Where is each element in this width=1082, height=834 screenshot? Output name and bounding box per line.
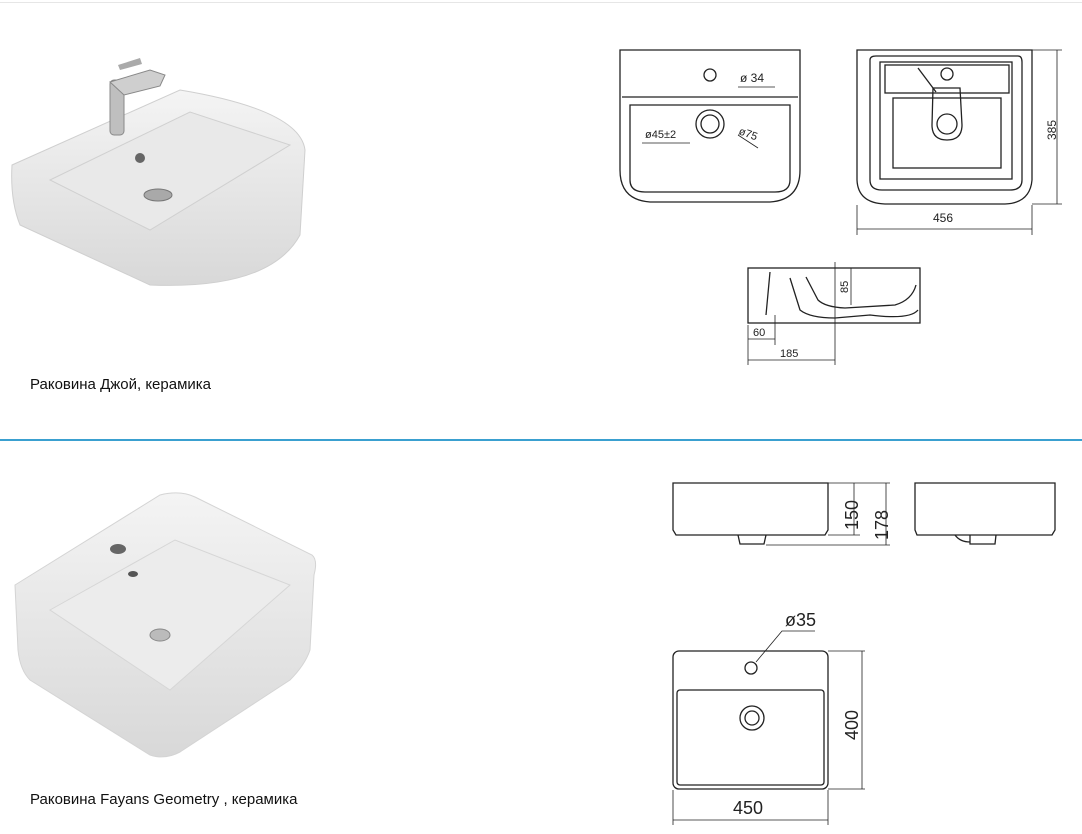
svg-text:456: 456 [933, 211, 953, 225]
svg-text:60: 60 [753, 327, 765, 339]
svg-text:400: 400 [842, 710, 862, 740]
svg-text:185: 185 [780, 348, 798, 360]
product-1-caption: Раковина Джой, керамика [30, 376, 211, 393]
svg-text:ø 34: ø 34 [740, 71, 764, 85]
product-2-caption: Раковина Fayans Geometry , керамика [30, 791, 298, 808]
section-divider [0, 439, 1082, 441]
svg-text:385: 385 [1045, 120, 1059, 140]
svg-text:ø35: ø35 [785, 610, 816, 630]
top-border [0, 2, 1082, 3]
svg-text:450: 450 [733, 798, 763, 818]
svg-text:ø45±2: ø45±2 [645, 129, 676, 141]
svg-text:178: 178 [872, 510, 892, 540]
svg-text:150: 150 [842, 500, 862, 530]
svg-text:85: 85 [839, 281, 851, 293]
